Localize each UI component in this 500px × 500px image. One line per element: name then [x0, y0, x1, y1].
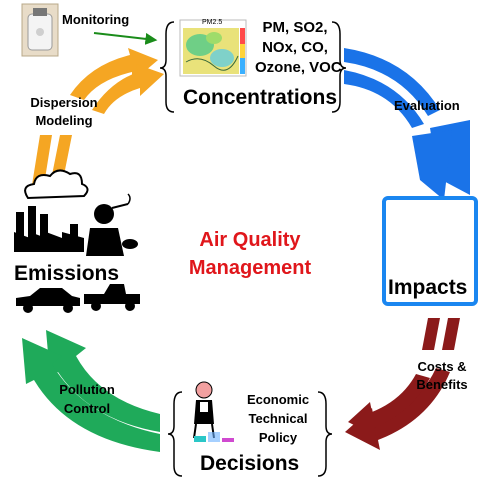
dispersion-modeling-label: Dispersion Modeling	[16, 94, 112, 130]
smoking-person-icon	[86, 193, 138, 256]
center-title-line-2: Management	[188, 257, 312, 279]
impacts-box	[382, 196, 478, 306]
center-title-line-1: Air Quality	[199, 229, 301, 251]
businessman-stairs-icon	[193, 381, 234, 442]
costs-benefits-line-2: Benefits	[416, 377, 468, 392]
green-cycle-arrow	[22, 330, 160, 452]
car-icon	[16, 288, 80, 313]
emissions-label: Emissions	[14, 262, 120, 285]
decision-factor-economic: Economic	[246, 392, 310, 407]
dispersion-modeling-line-1: Dispersion	[30, 95, 98, 110]
pollutants-list: PM, SO2, NOx, CO, Ozone, VOC	[255, 18, 342, 78]
dispersion-modeling-line-2: Modeling	[35, 113, 93, 128]
blue-cycle-arrow	[344, 48, 470, 200]
center-title: Air Quality Management	[160, 226, 340, 282]
red-cycle-arrow	[345, 318, 460, 450]
pollutants-line-1: PM, SO2,	[262, 19, 328, 36]
pollution-control-label: Pollution Control	[44, 380, 130, 418]
monitoring-arrow	[93, 32, 158, 45]
evaluation-label: Evaluation	[394, 98, 460, 113]
pollution-control-line-2: Control	[63, 401, 111, 416]
pollutants-line-2: NOx, CO,	[262, 39, 328, 56]
air-monitor-icon	[21, 3, 59, 57]
pollutants-line-3: Ozone, VOC	[255, 59, 342, 76]
costs-benefits-line-1: Costs &	[417, 359, 467, 374]
concentrations-left-brace	[159, 21, 175, 113]
decision-factor-technical: Technical	[248, 411, 308, 426]
decisions-label: Decisions	[200, 452, 300, 475]
pollution-control-line-1: Pollution	[59, 382, 115, 397]
concentrations-right-brace	[331, 21, 347, 113]
map-title: PM2.5	[202, 19, 223, 26]
decision-factor-policy: Policy	[258, 430, 298, 445]
concentrations-label: Concentrations	[183, 86, 338, 109]
pickup-truck-icon	[84, 284, 140, 311]
decisions-left-brace	[167, 391, 183, 477]
impacts-label: Impacts	[388, 276, 468, 299]
decision-factors: Economic Technical Policy	[234, 390, 322, 447]
smokestack-factory-icon	[14, 169, 89, 252]
decisions-right-brace	[317, 391, 333, 477]
monitoring-label: Monitoring	[62, 12, 130, 27]
costs-benefits-label: Costs & Benefits	[406, 358, 478, 394]
concentration-map-icon	[179, 19, 247, 77]
